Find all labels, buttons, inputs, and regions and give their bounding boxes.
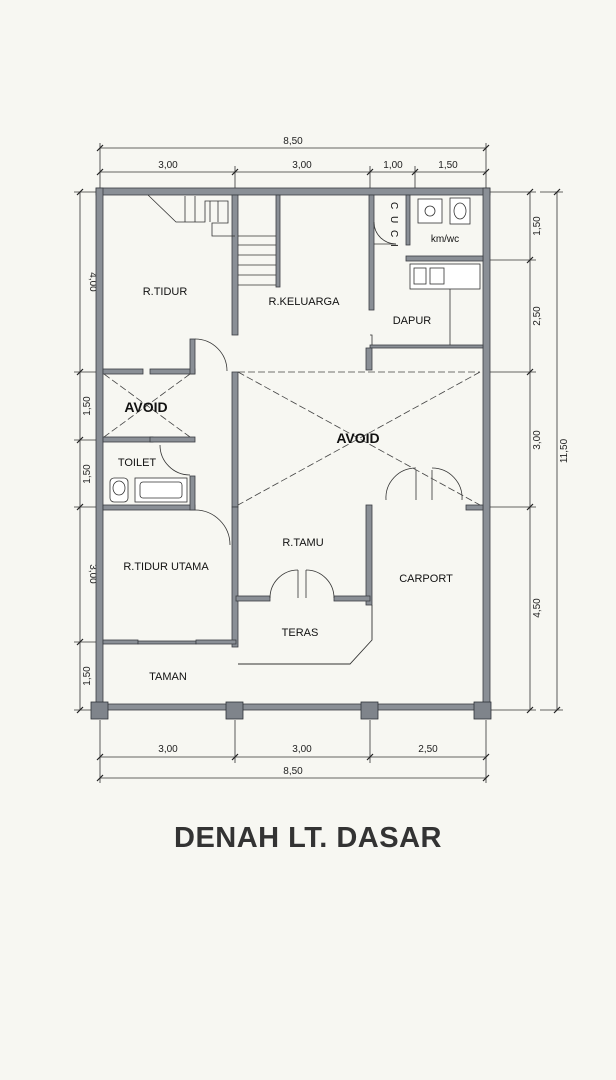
- dim-bottom-3: 2,50: [418, 744, 438, 755]
- dimension-ticks: [76, 144, 561, 782]
- dim-top-4: 1,50: [438, 160, 458, 171]
- dim-right-1: 1,50: [532, 216, 543, 236]
- dim-left-1: 4,00: [87, 272, 98, 292]
- dimension-lines: [74, 143, 563, 783]
- dim-left-4: 3,00: [87, 564, 98, 584]
- dim-left-2: 1,50: [82, 396, 93, 416]
- teras-outline: [238, 605, 373, 665]
- room-label-r-tidur-utama: R.TIDUR UTAMA: [123, 561, 209, 573]
- plan-title: DENAH LT. DASAR: [174, 822, 442, 854]
- dim-right-3: 3,00: [532, 430, 543, 450]
- dim-bottom-1: 3,00: [158, 744, 178, 755]
- floor-plan-drawing: 8,50 3,00 3,00 1,00 1,50 3,00 3,00 2,50 …: [74, 136, 570, 783]
- room-label-r-keluarga: R.KELUARGA: [269, 296, 341, 308]
- dim-right-total: 11,50: [559, 438, 570, 463]
- staircase: [147, 194, 276, 286]
- dim-top-total: 8,50: [283, 136, 303, 147]
- dim-bottom-total: 8,50: [283, 766, 303, 777]
- kitchen-counter: [409, 263, 481, 345]
- avoid-void-lines: [103, 371, 481, 506]
- room-label-avoid-large: AVOID: [336, 430, 379, 446]
- room-label-kmwc: km/wc: [431, 234, 459, 245]
- room-label-teras: TERAS: [282, 627, 319, 639]
- room-label-taman: TAMAN: [149, 671, 187, 683]
- dim-left-3: 1,50: [82, 464, 93, 484]
- dim-right-4: 4,50: [532, 598, 543, 618]
- toilet-fixtures: [109, 477, 188, 503]
- room-label-r-tamu: R.TAMU: [282, 537, 323, 549]
- dim-left-5: 1,50: [82, 666, 93, 686]
- dim-top-1: 3,00: [158, 160, 178, 171]
- room-label-toilet: TOILET: [118, 457, 157, 469]
- columns: [90, 701, 492, 720]
- kmwc-fixtures: [417, 197, 471, 225]
- dim-right-2: 2,50: [532, 306, 543, 326]
- room-label-cuci: C U C I: [388, 202, 399, 249]
- walls: [95, 187, 491, 711]
- dim-top-2: 3,00: [292, 160, 312, 171]
- room-label-avoid-small: AVOID: [124, 399, 167, 415]
- dim-bottom-2: 3,00: [292, 744, 312, 755]
- room-label-r-tidur: R.TIDUR: [143, 286, 188, 298]
- room-label-carport: CARPORT: [399, 573, 453, 585]
- dim-top-3: 1,00: [383, 160, 403, 171]
- room-label-dapur: DAPUR: [393, 315, 432, 327]
